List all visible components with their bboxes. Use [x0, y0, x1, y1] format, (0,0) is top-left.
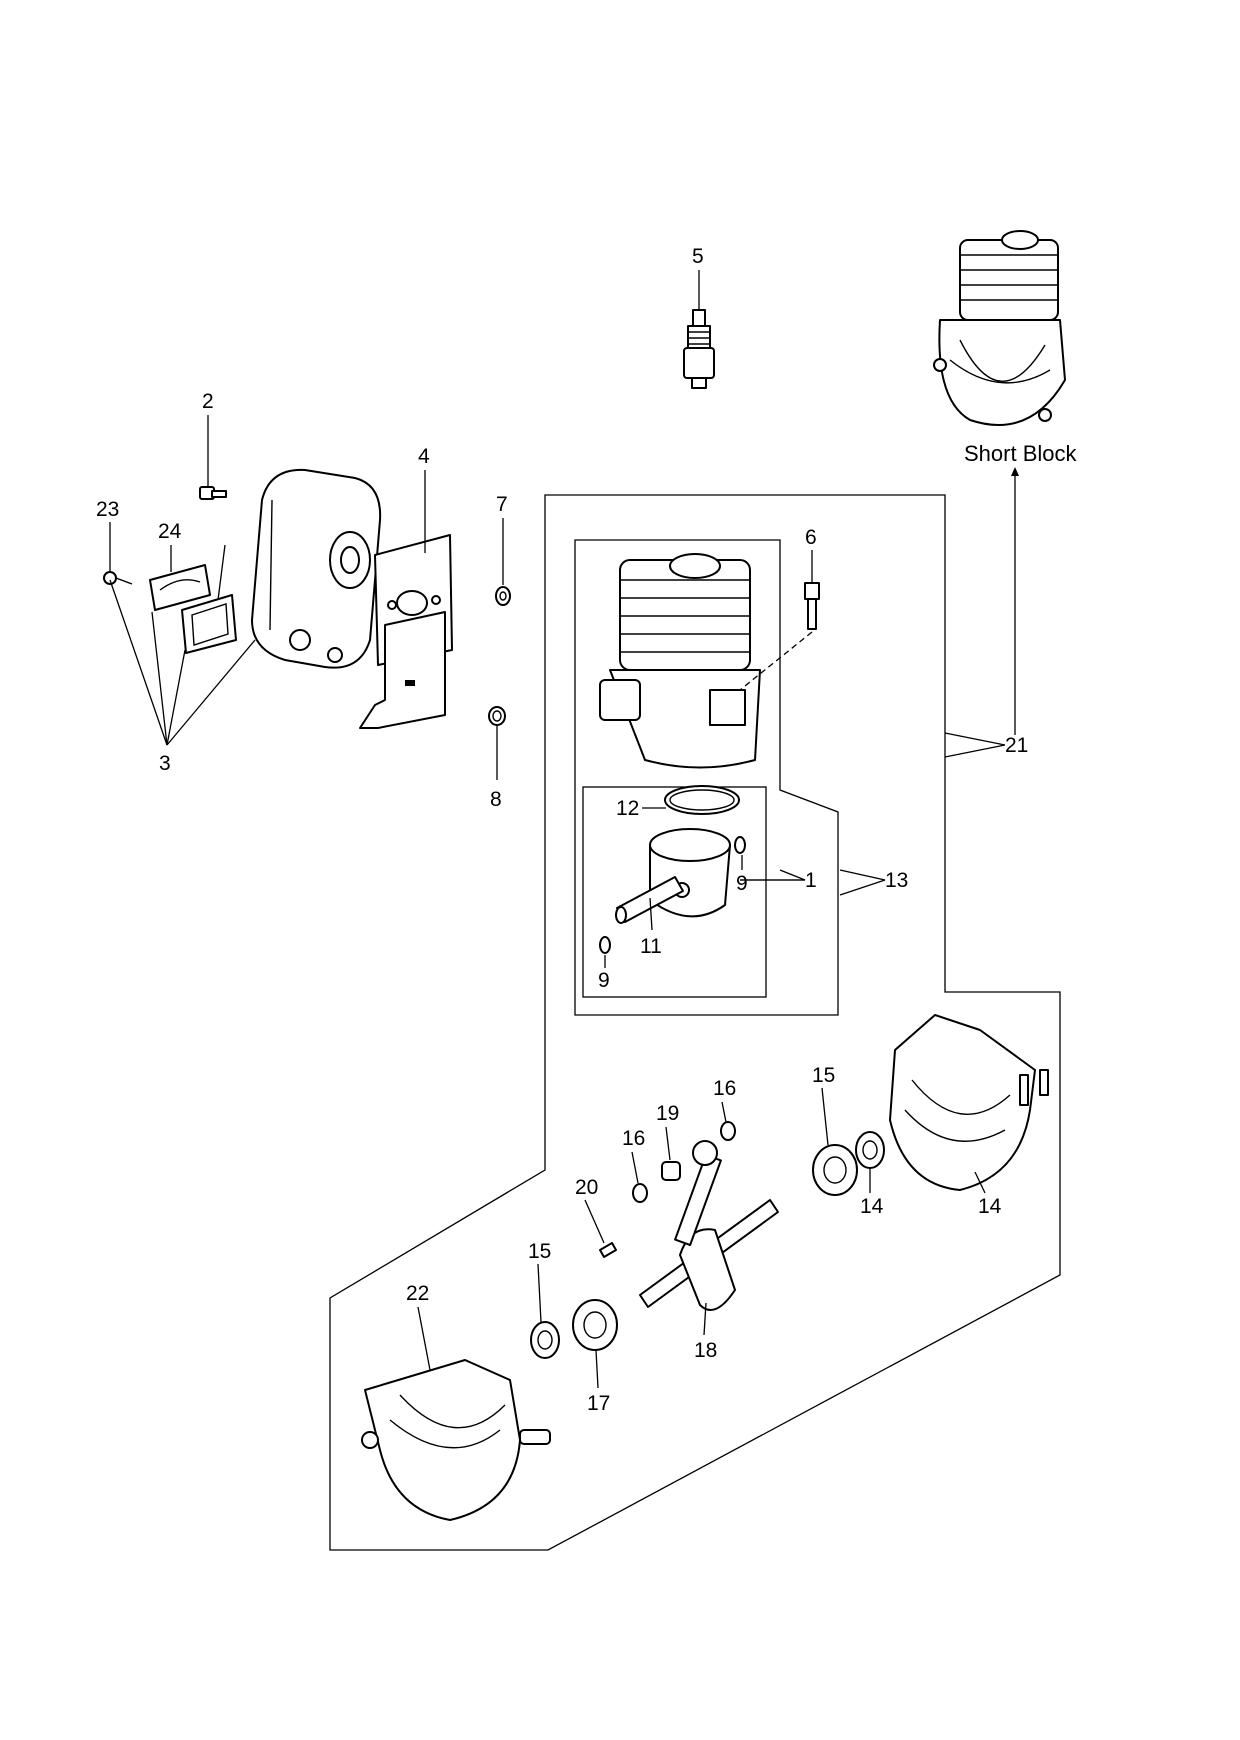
leader-3-c [166, 649, 186, 746]
leader-13 [974, 1171, 986, 1194]
leader-15b [595, 1349, 599, 1389]
piston-kit-outline [582, 786, 767, 998]
leader-10 [649, 897, 653, 931]
short-block-label: Short Block [964, 441, 1077, 466]
callout-23: 24 [158, 520, 182, 543]
decomp-valve [804, 582, 820, 630]
callout-17: 19 [656, 1102, 679, 1125]
piston-ring-inner [669, 789, 735, 811]
callout-5: 5 [692, 245, 704, 268]
leader-14b [537, 1263, 542, 1323]
piston-ring [664, 785, 740, 815]
nut [488, 706, 506, 726]
callout-14a: 14 [860, 1195, 884, 1218]
leader-12-a [839, 869, 886, 881]
callout-18: 20 [575, 1176, 598, 1199]
leader-17 [665, 1126, 671, 1161]
callout-16b: 16 [713, 1077, 736, 1100]
spark-arrester-screen [149, 564, 211, 611]
leader-3-d [166, 639, 256, 746]
leader-20 [417, 1306, 431, 1371]
muffler-body [251, 468, 382, 669]
cylinder-assembly-outline [574, 539, 839, 1016]
callout-22: 23 [96, 498, 119, 521]
callout-7: 7 [496, 493, 508, 516]
oil-seal-right [855, 1131, 885, 1169]
screen-gasket [181, 594, 237, 654]
muffler-bolt [199, 486, 227, 500]
leader-3-a [109, 579, 168, 746]
callout-19: 18 [694, 1339, 717, 1362]
oil-seal-left [530, 1321, 560, 1359]
thrust-washer-right [720, 1121, 736, 1141]
arrow-short-block [1011, 467, 1019, 476]
callout-21: 21 [1005, 734, 1028, 757]
callout-9a: 9 [736, 872, 748, 895]
callout-3: 3 [159, 752, 171, 775]
bearing-right [812, 1144, 858, 1196]
spark-plug [683, 309, 715, 389]
needle-bearing [661, 1161, 681, 1181]
callout-12: 13 [885, 869, 908, 892]
callout-6: 6 [805, 526, 817, 549]
crankcase-right-half [889, 1014, 1049, 1191]
callout-8: 8 [490, 788, 502, 811]
callout-1: 1 [805, 869, 817, 892]
screen-screw [103, 571, 133, 585]
bearing-left [572, 1299, 618, 1351]
nut-hole [492, 710, 502, 722]
callout-2: 2 [202, 390, 214, 413]
circlip-left [599, 936, 611, 954]
callout-15a: 15 [812, 1064, 835, 1087]
crankcase-left-half [361, 1359, 551, 1521]
leader-3-b [151, 611, 168, 746]
leader-21-b [944, 744, 1006, 758]
leader-12-b [839, 879, 886, 896]
thrust-washer-left [632, 1183, 648, 1203]
callout-11: 12 [616, 797, 639, 820]
leader-16a [631, 1151, 639, 1184]
leader-16b [721, 1101, 727, 1123]
callout-10: 11 [640, 935, 662, 958]
circlip-right [734, 836, 746, 854]
leader-21-a [944, 732, 1006, 746]
short-block-illustration [933, 230, 1066, 426]
leader-24 [217, 544, 226, 601]
callout-15b: 17 [587, 1392, 610, 1415]
callout-4: 4 [418, 445, 430, 468]
washer [495, 586, 511, 606]
washer-hole [499, 591, 507, 601]
crankshaft [639, 1140, 779, 1311]
valve-dash-line [739, 631, 813, 691]
callout-20: 22 [406, 1282, 429, 1305]
callout-16a: 16 [622, 1127, 645, 1150]
leader-18 [584, 1199, 605, 1244]
callout-13: 14 [978, 1195, 1002, 1218]
short-block-group-outline [329, 494, 1061, 1551]
heat-shield-plate [359, 611, 446, 729]
leader-1-b [740, 869, 806, 881]
cylinder [599, 553, 761, 769]
woodruff-key [599, 1242, 617, 1258]
leader-15a [821, 1087, 829, 1146]
callout-9b: 9 [598, 969, 610, 992]
leader-19 [703, 1302, 707, 1336]
callout-14b: 15 [528, 1240, 551, 1263]
